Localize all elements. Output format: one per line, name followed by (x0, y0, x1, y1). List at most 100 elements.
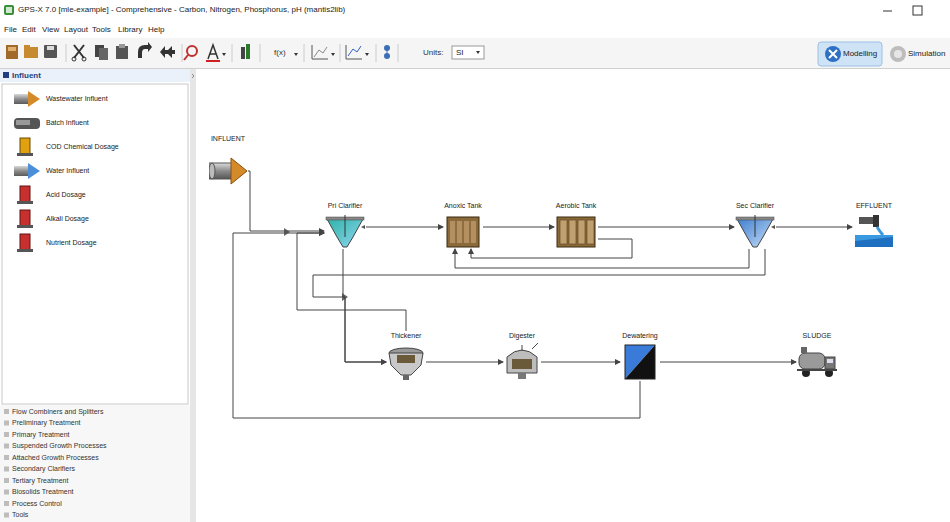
flow-connector (343, 249, 386, 362)
unit-icon (209, 155, 247, 187)
library-item: Acid Dosage (46, 191, 86, 199)
unit-label: SLUDGE (796, 331, 838, 340)
flow-connector (248, 171, 324, 231)
library-category: Biosolids Treatment (12, 488, 73, 496)
menu-item: Edit (22, 25, 36, 34)
flow-combiner (284, 228, 290, 236)
unit-label: Digester (503, 331, 541, 340)
unit-label: Sec Clarifier (734, 201, 776, 210)
unit-symbol (387, 343, 425, 381)
library-icons (14, 91, 40, 252)
dewatering-node: Dewatering (620, 331, 660, 381)
category-list (0, 405, 190, 522)
thickener-node: Thickener (386, 331, 426, 381)
window-title: GPS-X 7.0 [mle-example] - Comprehensive … (18, 5, 345, 14)
clarifier-node: Pri Clarifier (324, 201, 366, 249)
menu-item: Tools (92, 25, 111, 34)
unit-label: EFFLUENT (852, 201, 896, 210)
unit-label: Anoxic Tank (443, 201, 483, 210)
clarifier-node: Sec Clarifier (734, 201, 776, 249)
digester-node: Digester (503, 331, 541, 381)
flow-connector (541, 362, 620, 363)
tank-node: Aerobic Tank (554, 201, 598, 249)
library-item: COD Chemical Dosage (46, 143, 119, 151)
flow-connector (233, 233, 640, 418)
unit-icon (444, 213, 482, 249)
panel-list-frame (2, 84, 188, 404)
library-category: Tertiary Treatment (12, 477, 68, 485)
app-icon (4, 5, 14, 15)
library-category: Attached Growth Processes (12, 454, 99, 462)
toolbar-icons (6, 42, 906, 66)
category-bullets (4, 409, 9, 518)
unit-icon (853, 213, 895, 249)
panel-header-icon (3, 72, 9, 78)
unit-symbol (555, 213, 597, 249)
unit-label: Dewatering (620, 331, 660, 340)
unit-symbol (621, 343, 659, 381)
library-item: Water Influent (46, 167, 89, 175)
toolbar-label: Units: (423, 48, 443, 57)
unit-symbol (504, 343, 540, 381)
unit-symbol (797, 343, 837, 381)
unit-symbol (209, 155, 247, 187)
library-category: Tools (12, 511, 28, 519)
library-category: Suspended Growth Processes (12, 442, 107, 450)
library-category: Primary Treatment (12, 431, 70, 439)
library-category: Process Control (12, 500, 62, 508)
unit-label: Pri Clarifier (324, 201, 366, 210)
library-item: Batch Influent (46, 119, 89, 127)
unit-icon (555, 213, 597, 249)
panel-header (0, 69, 190, 82)
unit-icon (735, 213, 775, 249)
library-category: Preliminary Treatment (12, 419, 80, 427)
menu-bar (0, 22, 950, 38)
unit-symbol (325, 213, 365, 249)
unit-symbol (444, 213, 482, 249)
flow-connector (366, 227, 443, 228)
unit-icon (797, 343, 837, 381)
unit-icon (504, 343, 540, 381)
library-item: Nutrient Dosage (46, 239, 97, 247)
flow-connector (313, 249, 765, 362)
title-bar (0, 0, 950, 22)
toolbar (0, 38, 950, 68)
panel-heading: Influent (12, 71, 41, 80)
unit-icon (325, 213, 365, 249)
drawing-canvas (196, 69, 950, 522)
flow-connector (776, 227, 852, 228)
flow-connector (483, 227, 554, 228)
toolbar-border (0, 68, 950, 69)
library-category: Secondary Clarifiers (12, 465, 75, 473)
splitter-handle (192, 74, 194, 78)
flow-connector (471, 239, 632, 258)
unit-icon (387, 343, 425, 381)
tank-node: Anoxic Tank (443, 201, 483, 249)
influent-node: INFLUENT (208, 134, 248, 187)
splitter (190, 69, 196, 522)
flow-connector (426, 362, 503, 363)
unit-symbol (735, 213, 775, 249)
unit-label: Aerobic Tank (554, 201, 598, 210)
toolbar-label: f(x) (274, 48, 286, 57)
library-item: Alkali Dosage (46, 215, 89, 223)
flow-connector (297, 233, 406, 331)
flow-connector (660, 362, 796, 363)
menu-item: Layout (64, 25, 88, 34)
unit-symbol (853, 213, 895, 249)
maximize-button (913, 6, 922, 15)
unit-label: Thickener (386, 331, 426, 340)
unit-icon (621, 343, 659, 381)
menu-item: Library (118, 25, 142, 34)
minimize-button (883, 11, 892, 12)
unit-label: INFLUENT (208, 134, 248, 143)
mode-button: Simulation (908, 49, 945, 58)
menu-item: Help (148, 25, 164, 34)
menu-item: View (42, 25, 59, 34)
library-category: Flow Combiners and Splitters (12, 408, 103, 416)
menu-item: File (4, 25, 17, 34)
library-item: Wastewater Influent (46, 95, 108, 103)
flow-connector (455, 249, 749, 268)
